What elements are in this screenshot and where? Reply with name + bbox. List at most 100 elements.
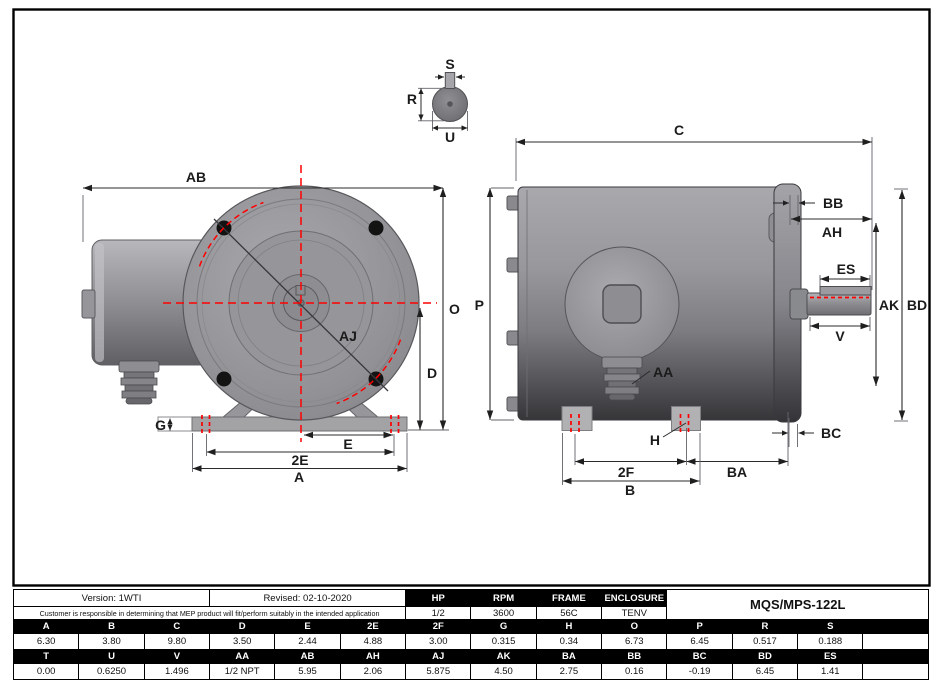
dim-header: BC bbox=[666, 649, 733, 664]
dim-label-aj: AJ bbox=[339, 328, 357, 344]
shaft-hub bbox=[789, 288, 809, 320]
dim-label-c: C bbox=[674, 122, 684, 138]
bolt-circle-arc bbox=[198, 201, 264, 267]
dim-value: 2.06 bbox=[339, 663, 407, 680]
spec-header-frame: FRAME bbox=[535, 589, 603, 607]
dim-label-v: V bbox=[835, 328, 845, 344]
dim-label-h: H bbox=[650, 432, 660, 448]
dim-value: 6.73 bbox=[601, 633, 668, 650]
side-view bbox=[506, 183, 872, 434]
dim-value: 3.80 bbox=[78, 633, 145, 650]
dim-label-s: S bbox=[445, 56, 454, 72]
spec-value-frame: 56C bbox=[535, 606, 603, 620]
dim-value: 0.517 bbox=[731, 633, 799, 650]
dim-header: O bbox=[601, 619, 668, 634]
dim-header: C bbox=[143, 619, 211, 634]
bolt-hole bbox=[216, 371, 232, 387]
dim-value: 1/2 NPT bbox=[209, 663, 276, 680]
mount-pad-right bbox=[671, 406, 701, 431]
h-leader-line bbox=[662, 422, 687, 438]
dim-value: -0.19 bbox=[666, 663, 733, 680]
housing-highlight bbox=[95, 243, 104, 362]
dim-value: 2.75 bbox=[535, 663, 603, 680]
version-cell: Version: 1WTI bbox=[12, 589, 211, 607]
dim-value: 0.34 bbox=[535, 633, 603, 650]
bolt-hole bbox=[368, 220, 384, 236]
dim-value: 1.41 bbox=[797, 663, 864, 680]
page-border bbox=[12, 8, 931, 587]
dim-label-b: B bbox=[625, 482, 635, 498]
dim-header: 2E bbox=[339, 619, 407, 634]
dim-value: 6.45 bbox=[731, 663, 799, 680]
dim-label-e: E bbox=[343, 436, 352, 452]
spec-value-hp: 1/2 bbox=[405, 606, 472, 620]
dim-value: 5.95 bbox=[274, 663, 341, 680]
aa-leader-line bbox=[631, 370, 651, 385]
dim-value: 0.16 bbox=[601, 663, 668, 680]
dim-value: 6.45 bbox=[666, 633, 733, 650]
dim-label-d: D bbox=[427, 365, 437, 381]
bolt-circle-arc bbox=[336, 339, 402, 405]
dim-value: 0.315 bbox=[470, 633, 537, 650]
shaft bbox=[806, 292, 872, 316]
dim-header: D bbox=[209, 619, 276, 634]
spec-header-enclosure: ENCLOSURE bbox=[601, 589, 668, 607]
dim-value: 0.6250 bbox=[78, 663, 145, 680]
housing-knob bbox=[81, 289, 96, 319]
dim-label-p: P bbox=[475, 297, 484, 313]
dim-header: R bbox=[731, 619, 799, 634]
dim-header bbox=[862, 649, 929, 664]
dim-header: AK bbox=[470, 649, 537, 664]
dim-label-r: R bbox=[407, 91, 417, 107]
dim-label-ab: AB bbox=[186, 169, 206, 185]
dimension-table: Version: 1WTI Revised: 02-10-2020 HP RPM… bbox=[12, 589, 929, 680]
side-square-plug bbox=[602, 284, 642, 324]
dim-label-bd: BD bbox=[907, 297, 927, 313]
foot-slot-marks bbox=[201, 415, 400, 436]
disclaimer-note: Customer is responsible in determining t… bbox=[12, 606, 407, 620]
front-view-dimensions: AB O D AJ G E 2E A bbox=[82, 169, 460, 485]
shaft-center-hole bbox=[447, 101, 453, 107]
spec-header-rpm: RPM bbox=[470, 589, 537, 607]
dim-label-bc: BC bbox=[821, 425, 841, 441]
dim-value: 0.00 bbox=[12, 663, 80, 680]
revised-cell: Revised: 02-10-2020 bbox=[209, 589, 407, 607]
dim-label-ak: AK bbox=[879, 297, 899, 313]
shaft-key-end bbox=[444, 72, 456, 89]
dim-value: 3.00 bbox=[405, 633, 472, 650]
dim-value bbox=[862, 663, 929, 680]
dim-header: V bbox=[143, 649, 211, 664]
dim-label-aa: AA bbox=[653, 364, 673, 380]
dim-header: AJ bbox=[405, 649, 472, 664]
spec-value-enclosure: TENV bbox=[601, 606, 668, 620]
dim-header: AA bbox=[209, 649, 276, 664]
dim-header: AH bbox=[339, 649, 407, 664]
dim-header: P bbox=[666, 619, 733, 634]
dim-value: 3.50 bbox=[209, 633, 276, 650]
dim-value bbox=[862, 633, 929, 650]
aj-diagonal-line bbox=[213, 218, 389, 392]
dim-value: 0.188 bbox=[797, 633, 864, 650]
side-view-dimensions: C P BB AH ES AK BD V AA H 2F BA B BC bbox=[475, 122, 927, 498]
dim-value: 4.50 bbox=[470, 663, 537, 680]
mount-pad-left bbox=[561, 406, 593, 431]
dim-header: B bbox=[78, 619, 145, 634]
dim-label-a: A bbox=[294, 469, 304, 485]
dim-value: 6.30 bbox=[12, 633, 80, 650]
dim-label-ba: BA bbox=[727, 464, 747, 480]
spec-header-hp: HP bbox=[405, 589, 472, 607]
front-view bbox=[81, 165, 437, 442]
dim-header: BD bbox=[731, 649, 799, 664]
dim-header: S bbox=[797, 619, 864, 634]
dim-header: BB bbox=[601, 649, 668, 664]
dim-header: A bbox=[12, 619, 80, 634]
motor-dimension-drawing: AB O D AJ G E 2E A bbox=[12, 8, 931, 587]
dim-header: H bbox=[535, 619, 603, 634]
model-number: MQS/MPS-122L bbox=[666, 589, 929, 620]
dim-header: U bbox=[78, 649, 145, 664]
shaft-key bbox=[819, 286, 872, 296]
dim-header: AB bbox=[274, 649, 341, 664]
dim-header: ES bbox=[797, 649, 864, 664]
dim-header: E bbox=[274, 619, 341, 634]
